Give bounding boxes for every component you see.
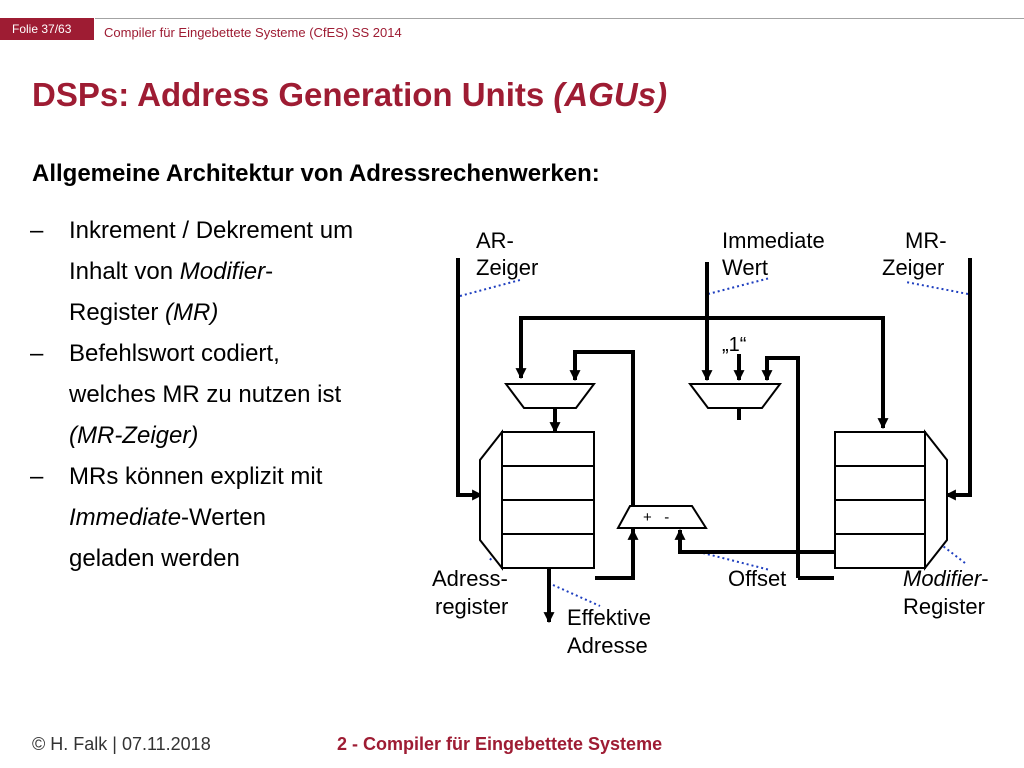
bullet-text: geladen werden (69, 545, 240, 572)
bullet-line: –MRs können explizit mit (30, 456, 420, 497)
bullet-line: geladen werden (30, 538, 420, 579)
bullet-text: Befehlswort codiert, (69, 340, 280, 367)
bullet-text: Modifier (179, 258, 266, 285)
bullet-dash: – (30, 340, 44, 367)
header-rule (95, 18, 1024, 19)
bullet-dash: – (30, 217, 44, 244)
bullet-dash: – (30, 463, 44, 490)
adder-label: + - (643, 509, 669, 526)
course-title: Compiler für Eingebettete Systeme (CfES)… (104, 25, 402, 40)
bullet-line: (MR-Zeiger) (30, 415, 420, 456)
bullet-line: Inhalt von Modifier- (30, 251, 420, 292)
bullet-text: (MR-Zeiger) (69, 422, 199, 449)
adder-unit (616, 505, 708, 529)
mr-zeiger-label: MR-Zeiger (882, 228, 947, 280)
bullet-line: –Inkrement / Dekrement um (30, 210, 420, 251)
offset-label: Offset (728, 566, 786, 591)
bullet-line: Register (MR) (30, 292, 420, 333)
bullet-text: Inhalt von (69, 258, 180, 285)
ar-zeiger-label: AR-Zeiger (476, 228, 538, 280)
bullet-text: - (265, 258, 274, 285)
right-multiplexer (688, 383, 782, 409)
bullet-text: welches MR zu nutzen ist (69, 381, 342, 408)
footer-author: © H. Falk | 07.11.2018 (32, 734, 211, 754)
arrowheads (462, 350, 966, 624)
bullet-line: welches MR zu nutzen ist (30, 374, 420, 415)
bullet-text: (MR) (165, 299, 219, 326)
footer-chapter: 2 - Compiler für Eingebettete Systeme (337, 734, 663, 754)
slide-number-badge: Folie 37/63 (0, 18, 94, 40)
adressregister-label: Adress-register (432, 566, 508, 619)
slide-title-italic: (AGUs) (553, 76, 668, 113)
modifier-register-file (834, 429, 948, 571)
bullet-line: –Befehlswort codiert, (30, 333, 420, 374)
slide-subtitle: Allgemeine Architektur von Adressrechenw… (32, 160, 600, 187)
left-multiplexer (504, 383, 596, 409)
address-register-file (479, 429, 595, 571)
constant-one-label: „1“ (722, 334, 746, 356)
slide-title-main: DSPs: Address Generation Units (32, 76, 554, 113)
bullet-text: Inkrement / Dekrement um (69, 217, 354, 244)
bullet-text: Register (69, 299, 166, 326)
modifier-register-label: Modifier-Register (903, 566, 989, 619)
bullet-text: Immediate (69, 504, 182, 531)
bullet-text: -Werten (181, 504, 266, 531)
bullet-text: MRs können explizit mit (69, 463, 323, 490)
bullet-line: Immediate-Werten (30, 497, 420, 538)
slide-title: DSPs: Address Generation Units (AGUs) (32, 76, 667, 114)
